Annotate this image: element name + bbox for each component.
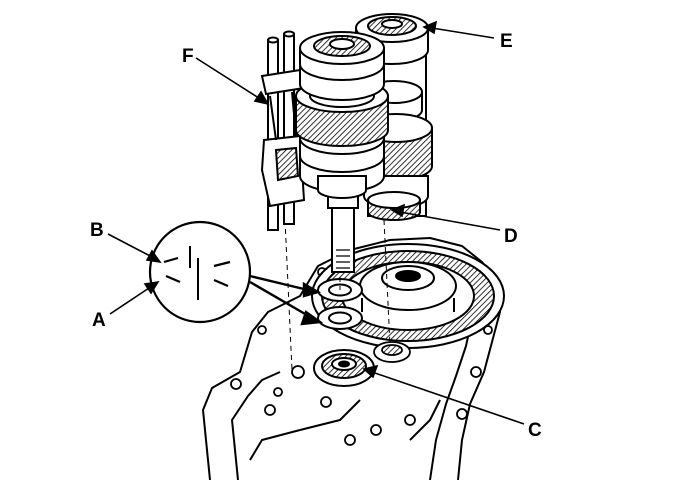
needle-bearing [373,341,411,363]
label-b: B [90,220,104,241]
detail-inset [148,220,252,324]
inset-mark-b [163,256,179,264]
callout-labels: E F D C B A [90,31,542,441]
mainshaft [295,31,389,273]
label-d: D [504,226,518,247]
label-a: A [92,310,106,331]
leader-lines [107,20,525,425]
label-c: C [528,420,542,441]
label-f: F [182,46,194,67]
inset-pointer-arrows [249,274,324,326]
label-e: E [500,31,513,52]
inset-mark-a [165,274,181,284]
shim-washer-lower [317,306,363,330]
